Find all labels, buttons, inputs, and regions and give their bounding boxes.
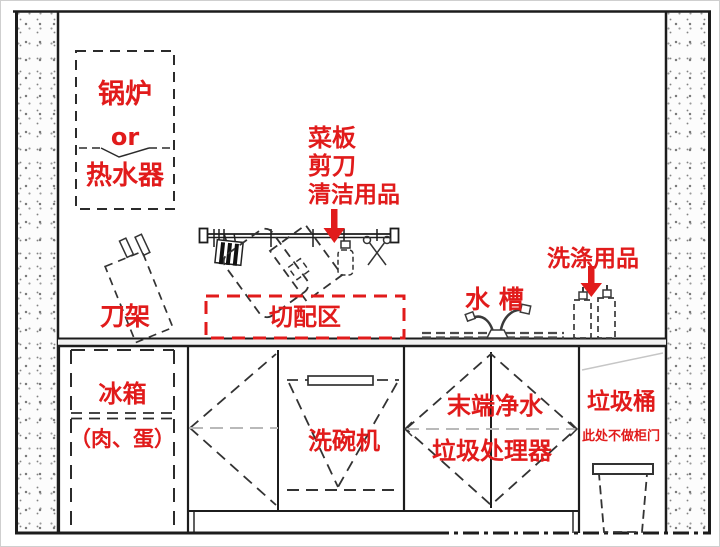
- label-fridge-line2: （肉、蛋）: [70, 427, 175, 451]
- boiler-dashed-box: [75, 50, 175, 210]
- down-arrow-icon: [323, 209, 345, 243]
- down-arrow-icon: [580, 266, 602, 297]
- label-rail-items-line1: 菜板: [308, 124, 356, 152]
- rail-right-cap: [389, 227, 400, 244]
- trash-can-icon: [581, 352, 664, 533]
- label-knife-rack: 刀架: [100, 302, 151, 331]
- label-sink-cabinet-line2: 垃圾处理器: [432, 437, 552, 465]
- scissors-icon: [362, 235, 392, 266]
- label-sink: 水 槽: [465, 285, 524, 314]
- label-boiler-line1: 锅炉: [98, 79, 152, 110]
- label-washing-supplies: 洗涤用品: [547, 246, 639, 272]
- trash-can-body: [598, 473, 648, 533]
- right-wall-hatch: [667, 12, 709, 533]
- label-boiler-line3: 热水器: [85, 161, 164, 191]
- label-fridge-line1: 冰箱: [98, 380, 147, 408]
- label-rail-items-line2: 剪刀: [308, 152, 356, 180]
- detergent-bottles-icon: [573, 285, 616, 339]
- left-wall-hatch: [17, 12, 58, 533]
- cutting-boards-icon: [222, 223, 344, 319]
- label-trash-line1: 垃圾桶: [587, 389, 656, 415]
- label-sink-cabinet-line1: 末端净水: [447, 392, 543, 420]
- label-boiler-line2: or: [110, 123, 140, 151]
- fridge-outline: [70, 349, 175, 533]
- sink-cabinet-doors: [403, 352, 579, 507]
- dishwasher-front: [287, 375, 399, 491]
- knife-block-icon: [103, 233, 175, 344]
- prep-area-box: [204, 294, 406, 340]
- label-dishwasher: 洗碗机: [308, 427, 380, 455]
- rail-left-cap: [198, 227, 209, 244]
- countertop-slab: [58, 339, 666, 346]
- trash-can-lid: [592, 463, 654, 475]
- faint-guide-line: [581, 352, 664, 371]
- cabinet-door-swing: [189, 353, 278, 506]
- dishwasher-handle: [307, 375, 374, 386]
- faucet-icon: [464, 303, 532, 339]
- break-line-icon: [100, 147, 150, 158]
- label-prep-area: 切配区: [269, 303, 341, 331]
- label-trash-line2: 此处不做柜门: [582, 429, 661, 444]
- hanging-rail: [198, 227, 400, 247]
- hanging-brush-icon: [337, 240, 354, 276]
- countertop: [58, 337, 666, 348]
- label-rail-items-line3: 清洁用品: [308, 182, 400, 208]
